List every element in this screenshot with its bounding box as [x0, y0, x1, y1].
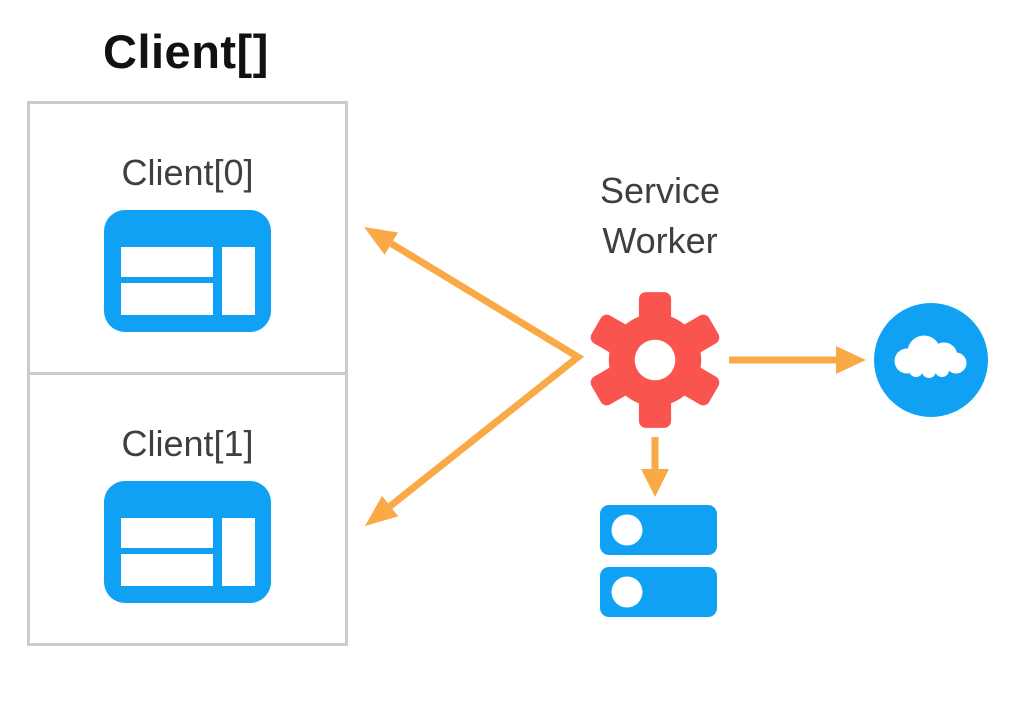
arrow-sw-to-clients — [364, 227, 585, 526]
cloud-icon — [874, 303, 988, 417]
browser-window-icon — [104, 481, 271, 603]
service-worker-label: Service Worker — [599, 170, 721, 261]
arrow-sw-to-network — [729, 346, 866, 374]
browser-window-icon — [104, 210, 271, 332]
diagram-title: Client[] — [103, 25, 269, 78]
database-icon — [600, 505, 717, 617]
client-1-label: Client[1] — [121, 423, 254, 464]
client-array-container: Client[0] Client[1] — [27, 101, 348, 646]
gear-icon — [590, 292, 720, 428]
client-1-box: Client[1] — [30, 372, 345, 643]
client-0-label: Client[0] — [121, 152, 254, 193]
arrow-sw-to-storage — [641, 437, 669, 497]
client-0-box: Client[0] — [30, 104, 345, 372]
